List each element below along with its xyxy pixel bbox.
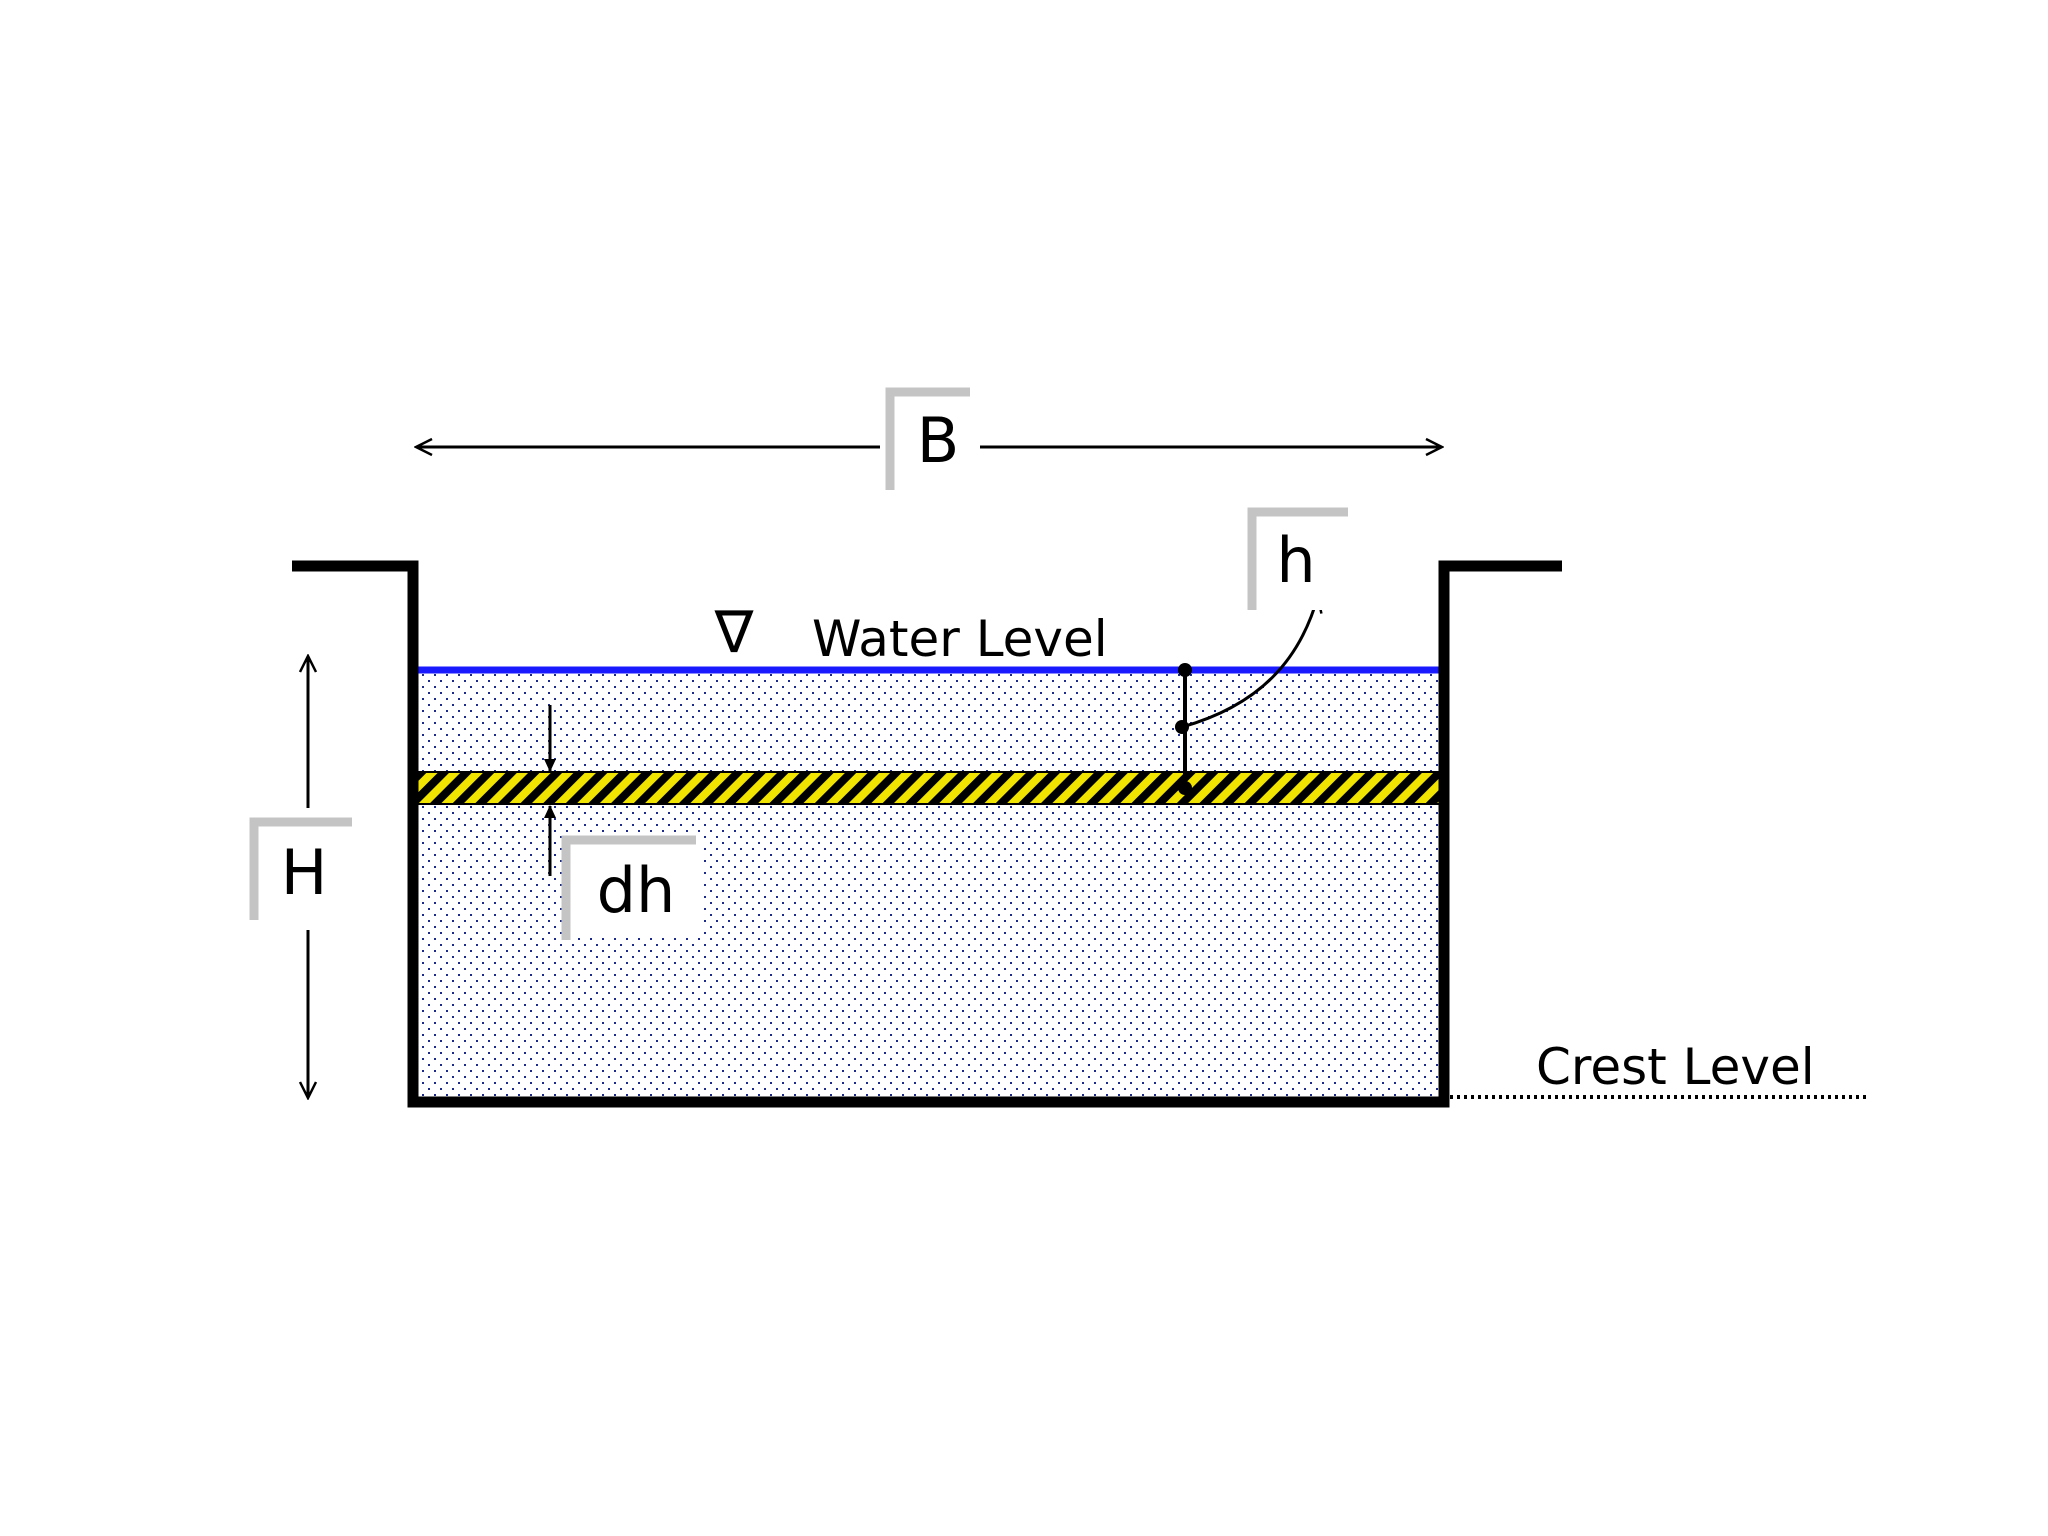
head-symbol: h: [1276, 524, 1315, 597]
strip-symbol: dh: [597, 854, 676, 927]
weir-outline: [292, 560, 1562, 1108]
total-head-symbol: H: [281, 836, 328, 909]
width-label: B: [885, 387, 974, 490]
elemental-strip: [418, 773, 1440, 803]
head-leader-curve: [1181, 596, 1318, 729]
total-head-label: H: [248, 817, 352, 920]
crest-level-label: Crest Level: [1536, 1038, 1815, 1096]
head-top-dot: [1178, 663, 1192, 677]
water-level-symbol: ∇: [714, 598, 754, 666]
head-bottom-dot: [1178, 781, 1192, 795]
width-symbol: B: [917, 404, 960, 477]
water-level-label: Water Level: [812, 610, 1108, 668]
strip-label: dh: [561, 835, 700, 940]
head-label: h: [1246, 507, 1348, 610]
